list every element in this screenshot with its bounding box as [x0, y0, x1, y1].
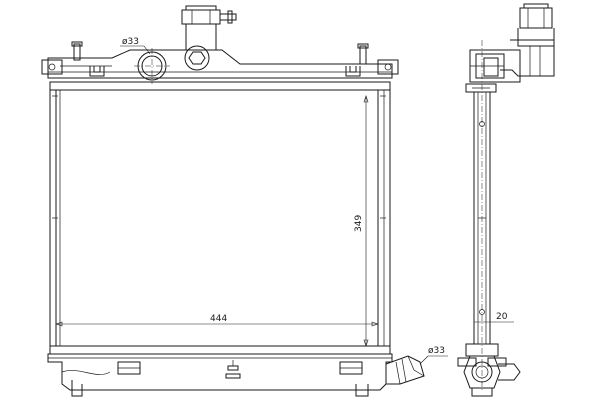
lower-hose-outlet: [385, 355, 425, 385]
height-label: 349: [354, 215, 364, 232]
upper-pipe-label: ø33: [122, 37, 139, 47]
callout-upper-pipe: ø33: [120, 37, 151, 55]
side-filler-cap: [500, 3, 555, 77]
thickness-label: 20: [496, 312, 508, 322]
side-top-tank: [465, 49, 521, 93]
dimension-width: 444: [55, 314, 379, 327]
bottom-tank: [47, 353, 393, 397]
dimension-thickness: 20: [473, 312, 514, 326]
radiator-core: [49, 81, 391, 355]
upper-hose-neck: [134, 48, 170, 84]
dimension-height: 349: [354, 95, 369, 347]
side-view: 20: [457, 3, 555, 397]
width-label: 444: [210, 314, 227, 324]
lower-pipe-label: ø33: [428, 346, 445, 356]
side-bottom-tank: [457, 343, 521, 397]
top-tank: [41, 41, 399, 79]
callout-lower-pipe: ø33: [419, 346, 448, 365]
front-view: 444 349 ø33 ø33: [41, 5, 448, 397]
filler-neck: [181, 5, 237, 71]
side-core: [473, 40, 491, 392]
